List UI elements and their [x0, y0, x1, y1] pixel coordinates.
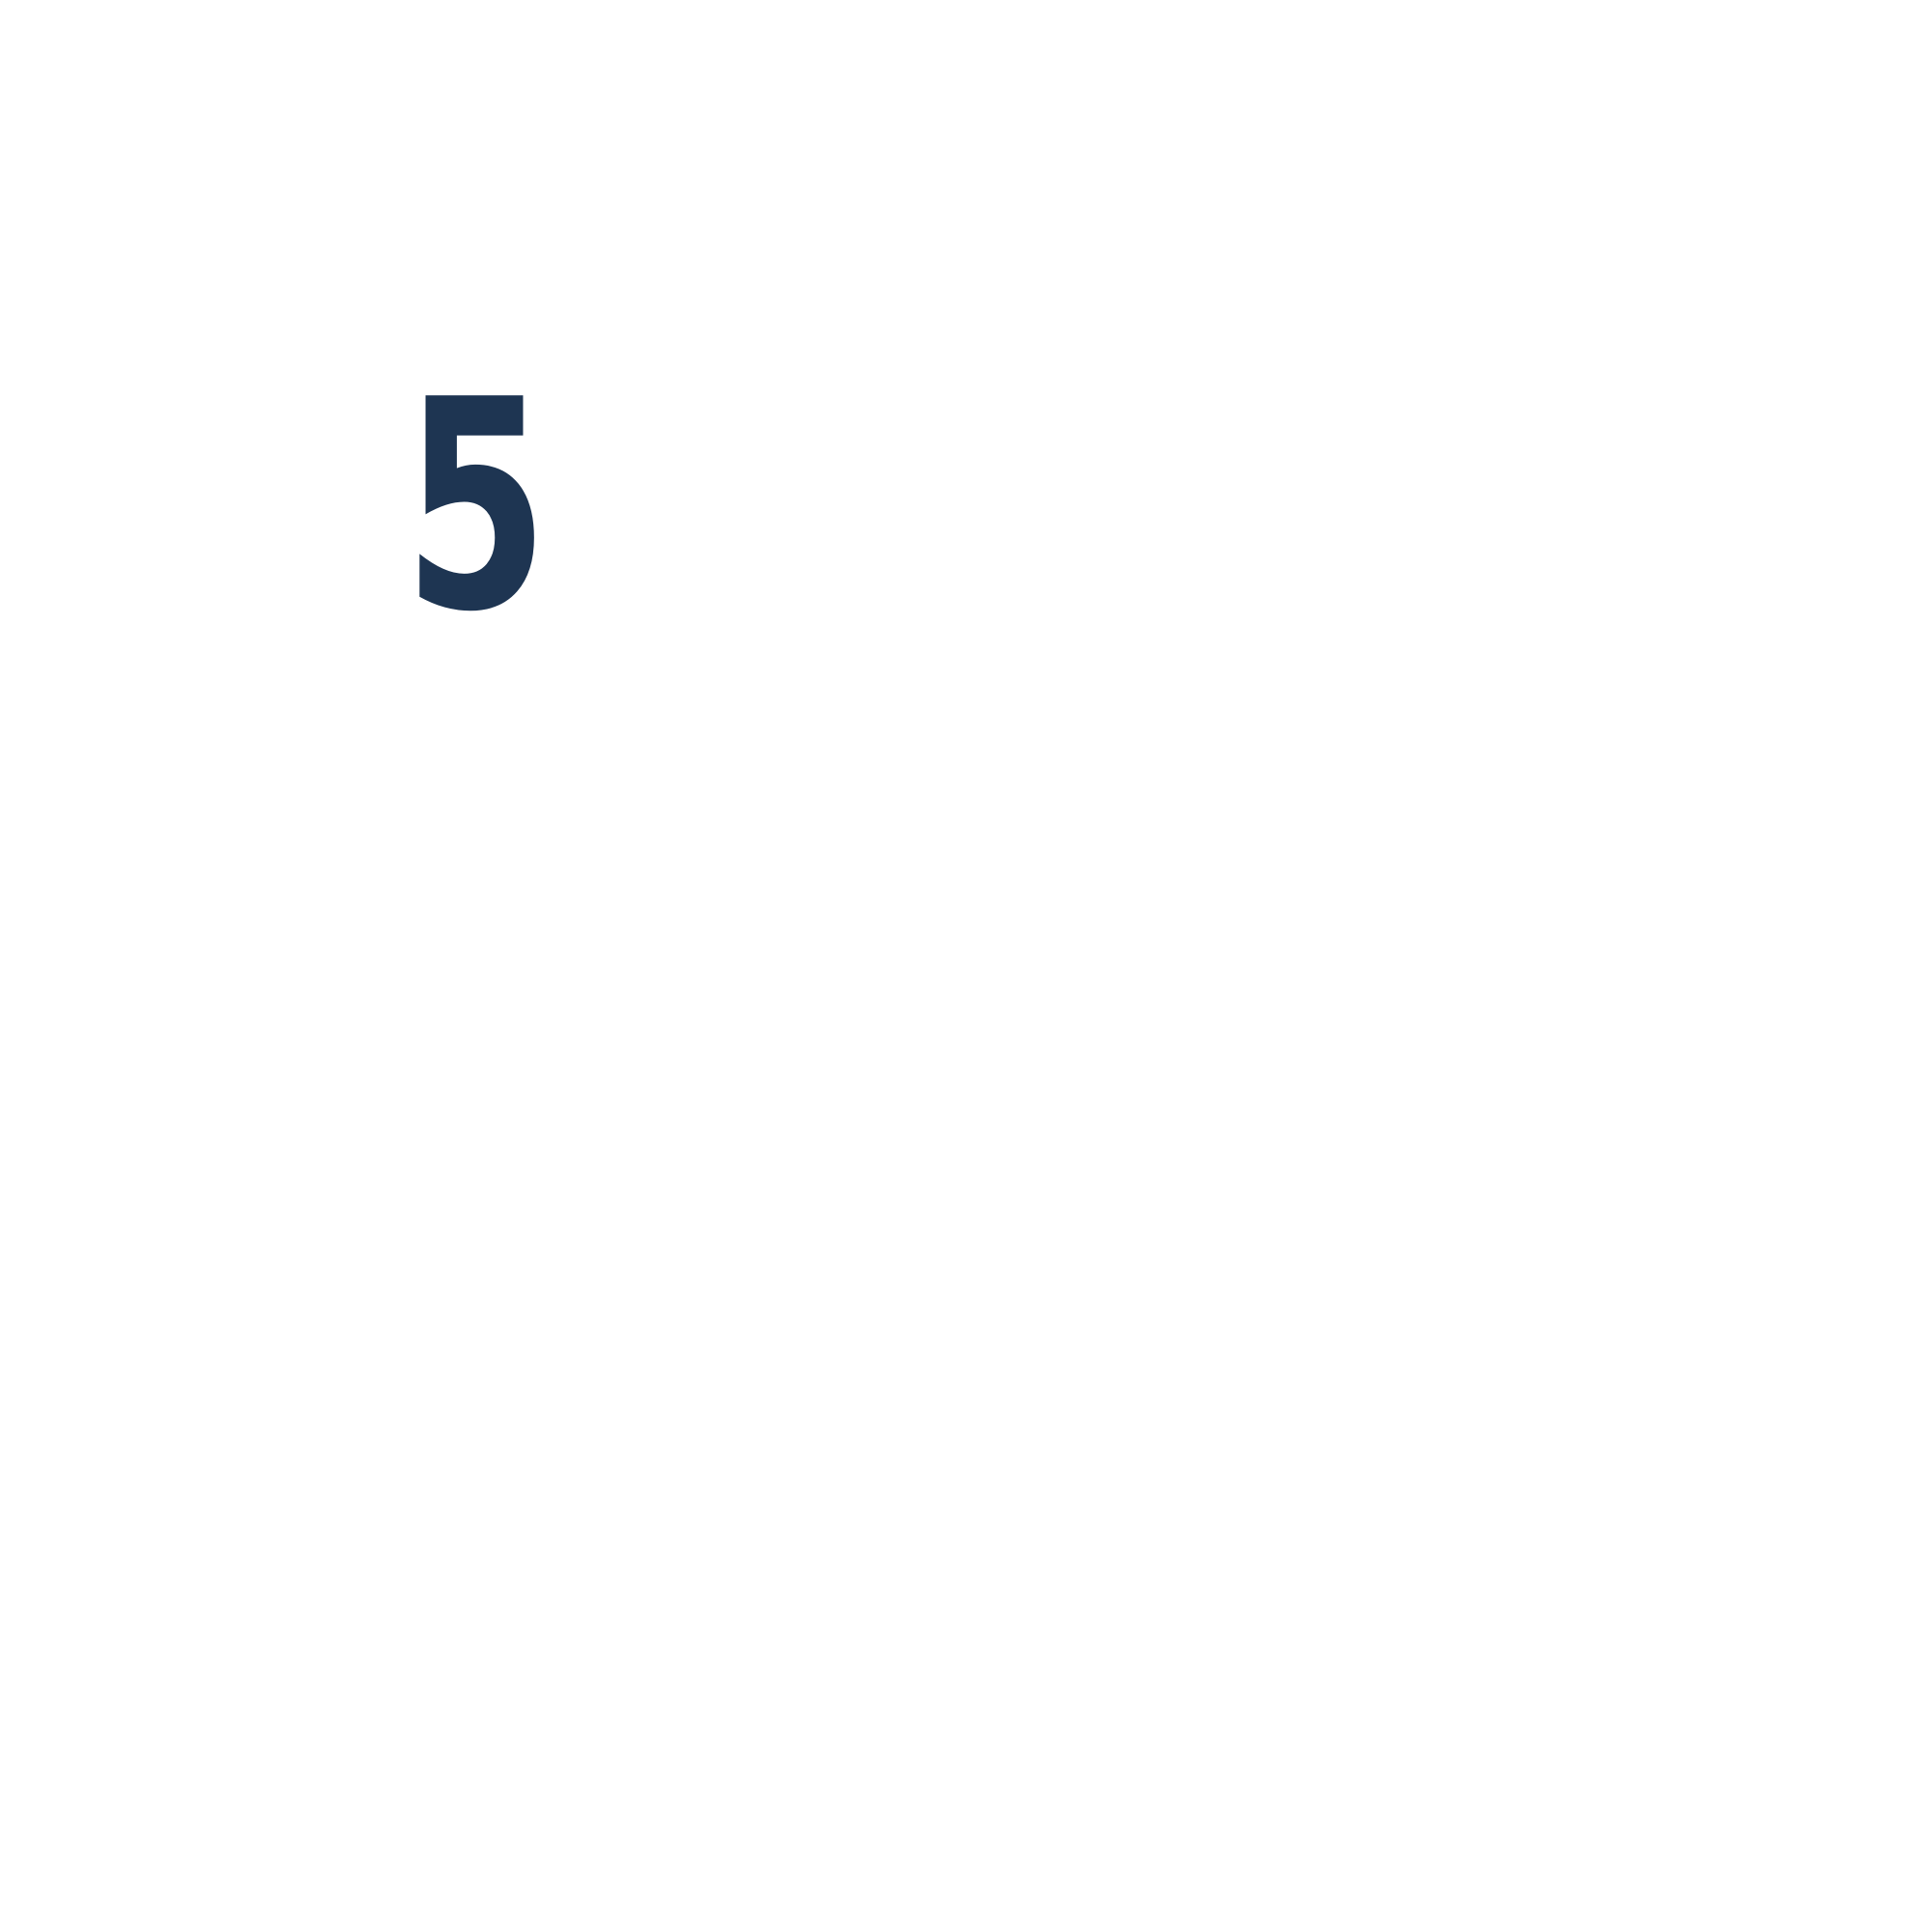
step-number: 5 [403, 338, 549, 675]
